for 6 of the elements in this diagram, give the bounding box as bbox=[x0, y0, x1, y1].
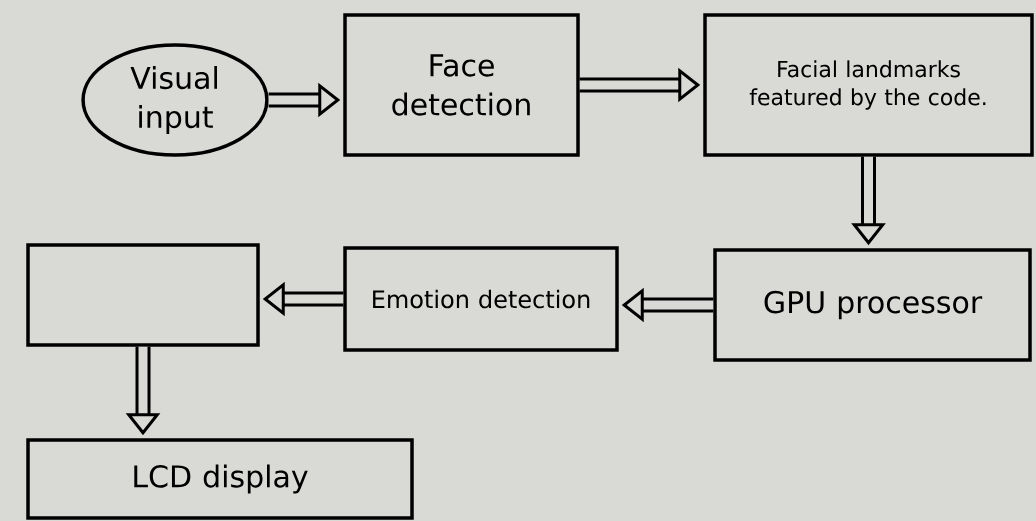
process-box: Face detection bbox=[343, 13, 580, 157]
process-box: GPU processor bbox=[713, 248, 1032, 362]
process-box: LCD display bbox=[26, 438, 414, 520]
process-box bbox=[26, 243, 260, 347]
process-box: Emotion detection bbox=[343, 246, 619, 352]
process-box: Facial landmarks featured by the code. bbox=[703, 13, 1034, 157]
